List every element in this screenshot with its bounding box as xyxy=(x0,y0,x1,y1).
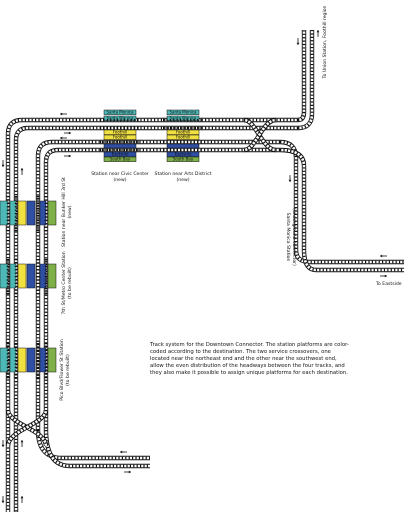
station-label-bunker-hill: Station near Bunker Hill 3rd St xyxy=(61,177,67,247)
platform-band xyxy=(166,115,200,121)
direction-arrow xyxy=(60,136,67,140)
direction-arrow xyxy=(1,440,5,447)
platform-band xyxy=(166,151,200,157)
platform-band xyxy=(17,263,27,289)
station-label-arts-district: Station near Arts District xyxy=(155,171,212,177)
direction-arrow xyxy=(1,160,5,167)
platform-band xyxy=(166,129,200,135)
direction-arrow xyxy=(120,450,127,454)
crossover-sw-2 xyxy=(5,409,49,447)
track-network xyxy=(5,30,404,512)
platform-band xyxy=(103,109,137,115)
destination-label-union-station: To Union Station, Foothill region xyxy=(322,5,328,79)
track-sw-1 xyxy=(35,429,150,461)
platform-band xyxy=(166,156,200,162)
platform-label: Foothill xyxy=(113,130,128,135)
crossover-ne-2 xyxy=(243,117,277,153)
direction-arrow xyxy=(380,254,387,258)
platform-label: Foothill xyxy=(176,135,191,140)
direction-arrow xyxy=(20,440,24,447)
platform-band xyxy=(103,151,137,157)
platform-band xyxy=(26,263,36,289)
track-sw-2 xyxy=(43,429,150,469)
platform-band xyxy=(103,143,137,149)
direction-arrow xyxy=(20,496,24,503)
track-1 xyxy=(5,117,298,512)
platform-band xyxy=(47,347,57,373)
platform-label: Santa Monica xyxy=(169,116,197,121)
platform-band xyxy=(166,143,200,149)
platform-label: South Bay xyxy=(110,157,131,162)
track-2 xyxy=(13,125,298,512)
santa-monica-note-label: (underground connector) xyxy=(291,208,297,266)
platform-label: South Bay xyxy=(173,157,194,162)
direction-arrow xyxy=(288,175,292,182)
platform-band xyxy=(103,156,137,162)
direction-arrow xyxy=(1,496,5,503)
platform-pico-blvd xyxy=(0,347,57,373)
station-note-arts-district: (new) xyxy=(176,177,189,183)
platform-label: Santa Monica xyxy=(169,110,197,115)
platform-bunker-hill xyxy=(0,200,57,226)
platform-band xyxy=(103,129,137,135)
platform-label: Foothill xyxy=(113,135,128,140)
platform-band xyxy=(26,347,36,373)
track-4 xyxy=(43,147,280,430)
platform-metro-center xyxy=(0,263,57,289)
track-union-1 xyxy=(297,30,307,123)
platform-label: Foothill xyxy=(176,130,191,135)
platform-label: Eastside xyxy=(175,152,192,157)
platform-band xyxy=(17,200,27,226)
platform-band xyxy=(26,200,36,226)
direction-arrow xyxy=(64,154,71,158)
direction-arrow xyxy=(60,112,67,116)
platform-band xyxy=(47,263,57,289)
direction-arrow xyxy=(380,274,387,278)
track-union-2 xyxy=(297,30,315,131)
station-note-bunker-hill: (new) xyxy=(67,205,73,218)
platform-band xyxy=(103,134,137,140)
platform-band xyxy=(166,109,200,115)
platform-label: Santa Monica xyxy=(106,116,134,121)
platform-label: Eastside xyxy=(112,152,129,157)
direction-arrow xyxy=(124,470,131,474)
station-note-civic-center: (new) xyxy=(113,177,126,183)
direction-arrows xyxy=(1,30,387,503)
platform-band xyxy=(47,200,57,226)
santa-monica-station-label: Santa Monica Station xyxy=(285,213,291,262)
direction-arrow xyxy=(20,168,24,175)
platform-band xyxy=(17,347,27,373)
direction-arrow xyxy=(296,38,300,45)
track-eastside-1 xyxy=(279,139,404,265)
station-label-metro-center: 7th St/Metro Center Station xyxy=(61,251,67,314)
direction-arrow xyxy=(316,30,320,37)
platform-band xyxy=(103,115,137,121)
station-label-civic-center: Station near Civic Center xyxy=(91,171,149,177)
direction-arrow xyxy=(64,131,71,135)
platform-label: Santa Monica xyxy=(106,110,134,115)
station-note-pico-blvd: (to be rebuilt) xyxy=(65,354,71,386)
track-eastside-2 xyxy=(279,147,404,273)
diagram-caption: Track system for the Downtown Connector.… xyxy=(150,342,349,377)
station-note-metro-center: (to be rebuilt) xyxy=(67,267,73,299)
platform-band xyxy=(166,134,200,140)
station-label-pico-blvd: Pico Blvd/Flower St Station xyxy=(59,339,65,401)
track-3 xyxy=(35,139,280,430)
destination-label-eastside: To Eastside xyxy=(375,281,402,287)
